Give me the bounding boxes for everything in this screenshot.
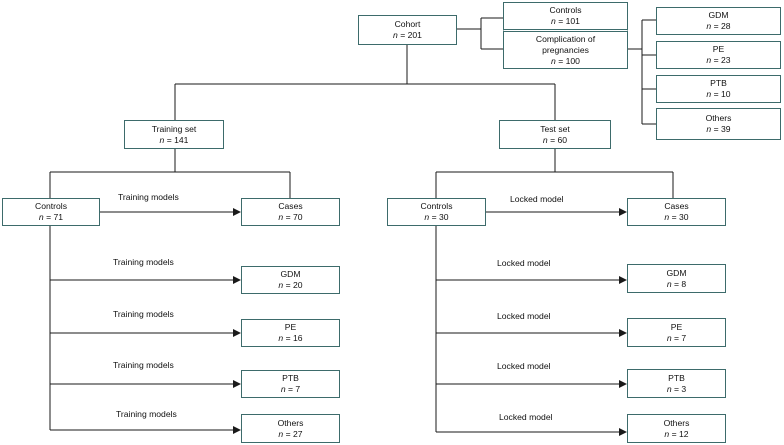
gdm-top-box: GDM n = 28 [656, 7, 781, 35]
train-ptb-count: n = 7 [280, 384, 301, 394]
complication-label: Complication of pregnancies [535, 33, 596, 55]
ptb-top-box: PTB n = 10 [656, 75, 781, 103]
train-others-label: Others [277, 417, 304, 428]
test-set-label: Test set [540, 123, 570, 134]
label-test-pe: Locked model [497, 311, 551, 321]
controls-top-count: n = 101 [551, 16, 580, 26]
train-pe-count: n = 16 [278, 333, 303, 343]
test-controls-count: n = 30 [424, 212, 449, 222]
test-cases-label: Cases [664, 201, 689, 211]
complication-count: n = 100 [551, 55, 580, 66]
test-others-count: n = 12 [664, 428, 689, 439]
test-controls-box: Controls n = 30 [387, 198, 486, 226]
others-top-count: n = 39 [706, 124, 731, 134]
train-controls-label: Controls [35, 201, 67, 211]
label-train-gdm: Training models [113, 257, 174, 267]
test-others-label: Others [663, 417, 690, 428]
cohort-box: Cohort n = 201 [358, 15, 457, 45]
pe-top-label: PE [712, 44, 725, 54]
cohort-label: Cohort [394, 19, 421, 29]
train-cases-label: Cases [278, 201, 303, 211]
test-controls-label: Controls [420, 201, 453, 211]
train-gdm-box: GDM n = 20 [241, 266, 340, 294]
test-ptb-count: n = 3 [666, 383, 687, 394]
test-ptb-label: PTB [668, 372, 685, 383]
label-train-pe: Training models [113, 309, 174, 319]
gdm-top-label: GDM [708, 10, 729, 20]
train-controls-box: Controls n = 71 [2, 198, 100, 226]
test-cases-count: n = 30 [664, 212, 689, 222]
test-pe-box: PE n = 7 [627, 318, 726, 347]
test-gdm-count: n = 8 [666, 278, 687, 289]
training-set-box: Training set n = 141 [124, 120, 224, 149]
ptb-top-label: PTB [710, 78, 727, 88]
train-gdm-count: n = 20 [278, 280, 303, 290]
test-pe-label: PE [670, 321, 683, 332]
complication-box: Complication of pregnancies n = 100 [503, 29, 628, 69]
label-test-others: Locked model [499, 412, 553, 422]
train-ptb-box: PTB n = 7 [241, 370, 340, 398]
cohort-count: n = 201 [393, 30, 422, 40]
others-top-label: Others [705, 113, 732, 123]
train-gdm-label: GDM [280, 269, 301, 279]
training-set-label: Training set [151, 123, 197, 134]
train-others-count: n = 27 [278, 428, 303, 439]
controls-top-box: Controls n = 101 [503, 2, 628, 30]
test-gdm-box: GDM n = 8 [627, 264, 726, 293]
gdm-top-count: n = 28 [706, 21, 731, 31]
test-set-box: Test set n = 60 [499, 120, 611, 149]
label-test-cases: Locked model [510, 194, 564, 204]
train-ptb-label: PTB [282, 373, 299, 383]
pe-top-count: n = 23 [706, 55, 731, 65]
ptb-top-count: n = 10 [706, 89, 731, 99]
label-train-cases: Training models [118, 192, 179, 202]
label-train-ptb: Training models [113, 360, 174, 370]
label-test-ptb: Locked model [497, 361, 551, 371]
test-set-count: n = 60 [542, 134, 568, 145]
test-others-box: Others n = 12 [627, 414, 726, 443]
test-cases-box: Cases n = 30 [627, 198, 726, 226]
label-train-others: Training models [116, 409, 177, 419]
train-cases-box: Cases n = 70 [241, 198, 340, 226]
test-pe-count: n = 7 [666, 332, 687, 343]
controls-top-label: Controls [549, 5, 582, 15]
test-gdm-label: GDM [666, 267, 687, 278]
label-test-gdm: Locked model [497, 258, 551, 268]
training-set-count: n = 141 [159, 134, 189, 145]
train-cases-count: n = 70 [278, 212, 303, 222]
train-pe-box: PE n = 16 [241, 319, 340, 347]
others-top-box: Others n = 39 [656, 108, 781, 140]
pe-top-box: PE n = 23 [656, 41, 781, 69]
test-ptb-box: PTB n = 3 [627, 369, 726, 398]
train-pe-label: PE [284, 322, 297, 332]
train-controls-count: n = 71 [38, 212, 64, 222]
train-others-box: Others n = 27 [241, 414, 340, 443]
